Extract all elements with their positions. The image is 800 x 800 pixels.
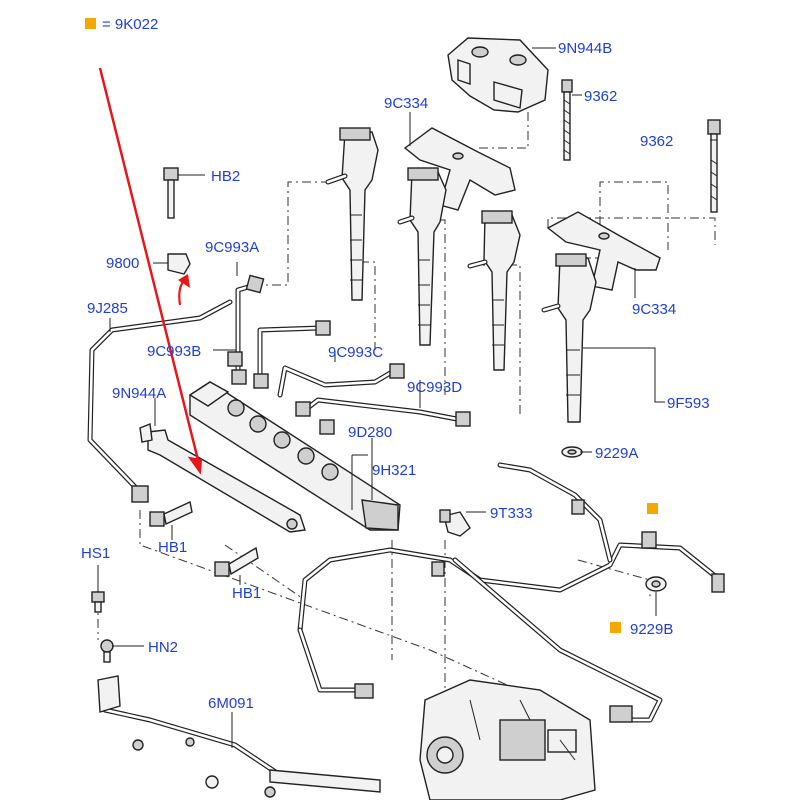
bolt-hb2 [163,167,179,219]
label-9f593: 9F593 [667,395,710,412]
sensor-9t333 [439,509,471,537]
label-9n944a: 9N944A [112,385,166,402]
marker-9k022 [647,503,658,514]
label-9t333: 9T333 [490,505,533,522]
label-hn2: HN2 [148,639,178,656]
label-9d280: 9D280 [348,424,392,441]
label-9j285: 9J285 [87,300,128,317]
injector-4-9f593 [541,253,597,423]
label-9c993a: 9C993A [205,239,259,256]
injector-3 [467,210,521,371]
label-hs1: HS1 [81,545,110,562]
legend-marker [85,18,96,29]
legend-text: = 9K022 [102,16,158,33]
label-6m091: 6M091 [208,695,254,712]
pipe-9c993c [277,363,405,398]
bracket-9n944b [447,37,549,113]
nut-hn2 [100,639,114,663]
label-9h321: 9H321 [372,462,416,479]
bolt-9362-a [561,79,573,161]
clamp-9c334-a [403,127,516,211]
label-hb2: HB2 [211,168,240,185]
small-washer [205,775,219,789]
fuel-rail-9d280 [188,351,401,531]
fuel-pump [419,679,596,800]
cable-6m091 [97,675,381,793]
screw-hs1 [91,591,105,613]
small-nut [185,737,195,747]
label-9229b: 9229B [630,621,673,638]
wiring-harness [297,462,725,723]
label-9n944b: 9N944B [558,40,612,57]
label-9c993c: 9C993C [328,344,383,361]
pipe-9c993d [302,397,471,427]
clip-9800 [167,253,191,275]
label-9c993b: 9C993B [147,343,201,360]
bracket-9n944a [139,423,306,533]
label-9362-b: 9362 [640,133,673,150]
leader-lines [97,47,717,748]
pipe-9j285 [87,299,233,503]
label-9c334-b: 9C334 [632,301,676,318]
bolt-hb1-a [149,500,193,527]
bolt-9362-b [707,119,721,213]
red-arrow [98,67,203,475]
small-nut [264,786,276,798]
injector-2 [397,167,447,346]
label-9362-a: 9362 [584,88,617,105]
injector-1 [325,127,379,301]
clamp-9c334-b [546,211,661,291]
label-9c334-a: 9C334 [384,95,428,112]
label-hb1-b: HB1 [232,585,261,602]
pipe-9c993a [235,274,265,378]
small-nut [132,739,144,751]
label-9229a: 9229A [595,445,638,462]
pipe-9c993b [257,320,331,383]
label-9800: 9800 [106,255,139,272]
label-9c993d: 9C993D [407,379,462,396]
label-hb1-a: HB1 [158,539,187,556]
bolt-hb1-b [214,546,259,577]
marker-9k022 [610,622,621,633]
